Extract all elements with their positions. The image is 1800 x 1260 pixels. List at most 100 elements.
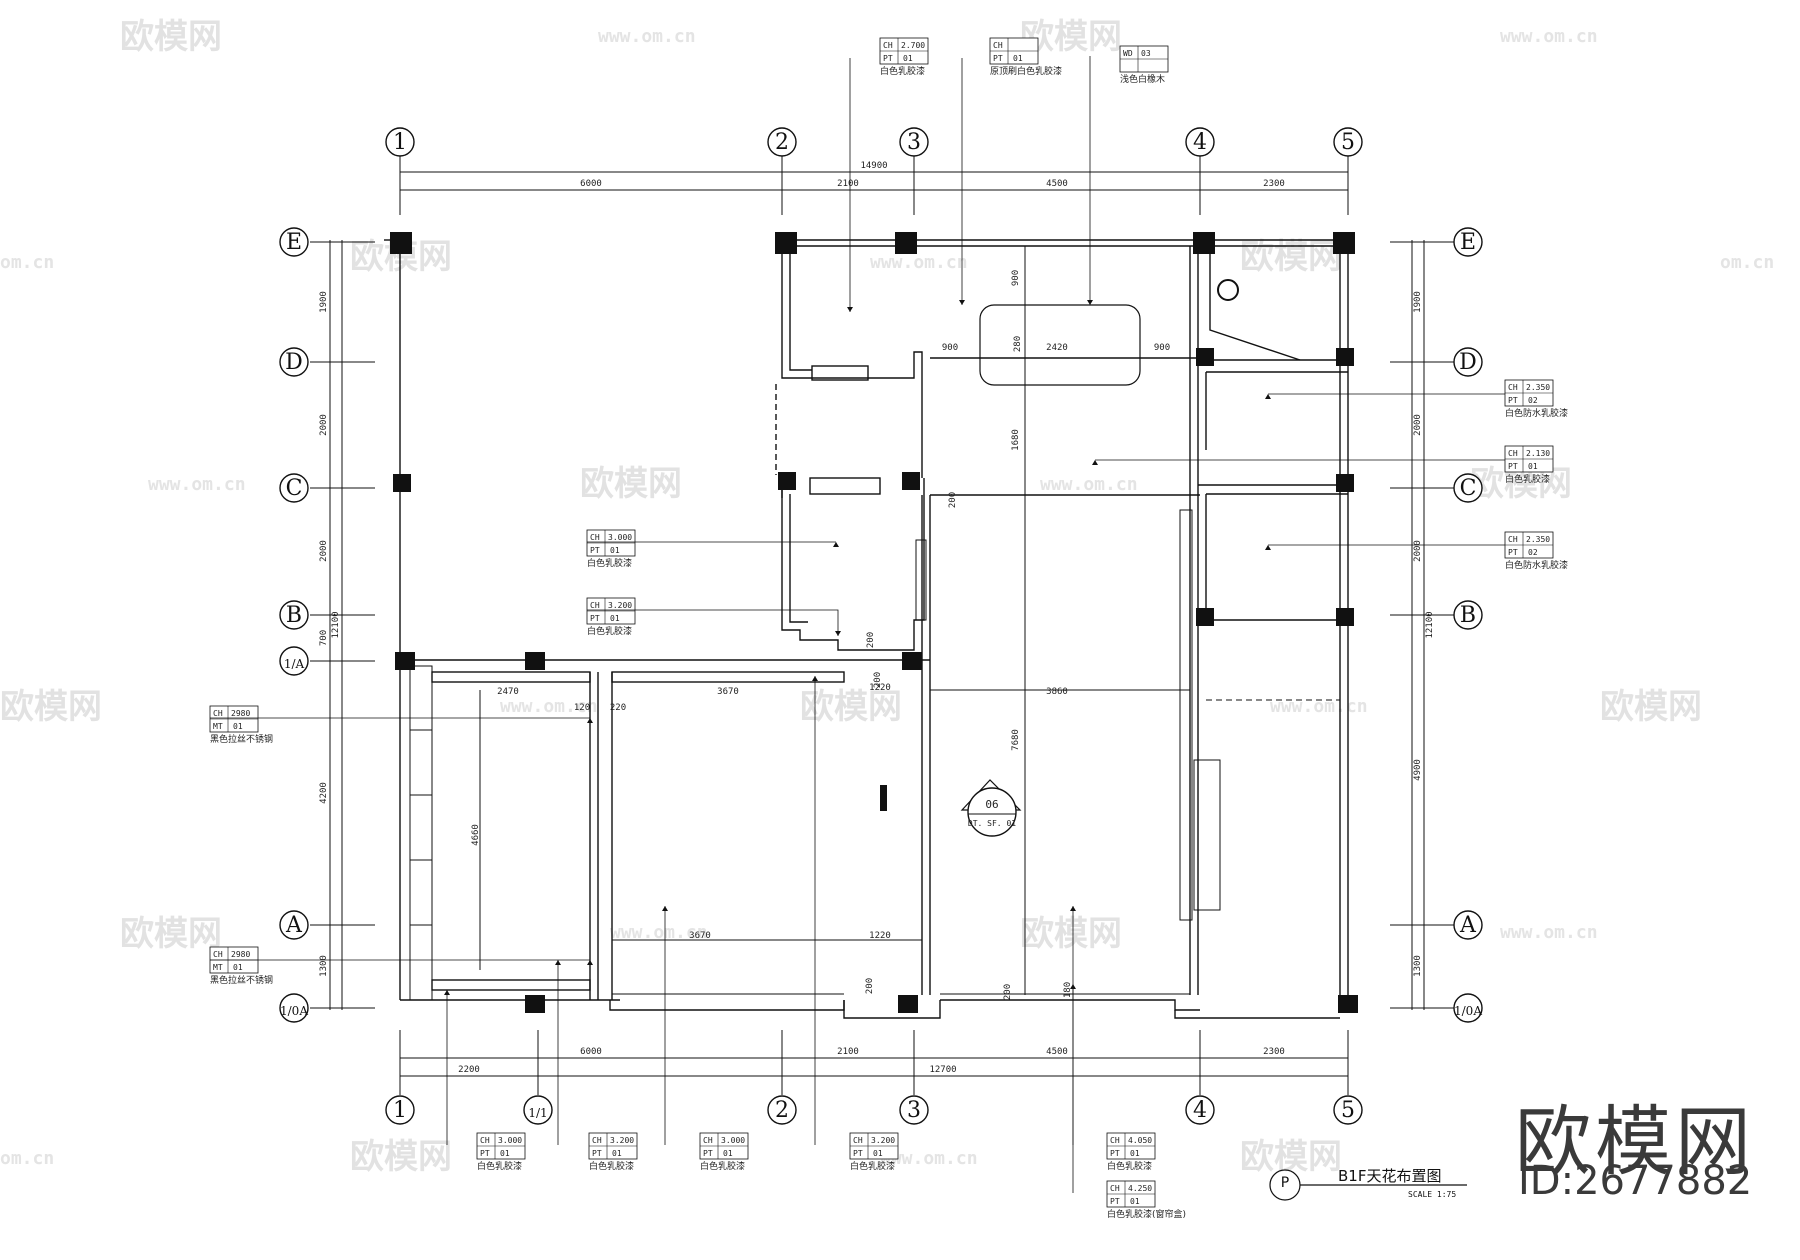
tag-ch-value: 3.000 [608, 533, 632, 542]
tag-desc: 白色乳胶漆 [587, 557, 632, 569]
watermark-url: www.om.cn [1500, 26, 1598, 47]
svg-text:CH: CH [590, 533, 600, 542]
svg-text:2: 2 [775, 130, 789, 155]
dim-interior: 120 [574, 703, 590, 713]
tag-num: 01 [1130, 1197, 1140, 1206]
dim-interior: 200 [865, 978, 875, 994]
tag-ch-value: 2.700 [901, 41, 925, 50]
watermark-url: www.om.cn [500, 696, 598, 717]
tag-ch-value: 3.000 [498, 1136, 522, 1145]
dim-left-span: 2000 [319, 540, 329, 562]
svg-text:B: B [1460, 603, 1476, 628]
grid-bubble-bottom-1: 1 [385, 1095, 415, 1125]
dim-interior: 200 [1003, 984, 1013, 1000]
dim-interior: 200 [948, 492, 958, 508]
grid-bubble-bottom-2: 2 [767, 1095, 797, 1125]
watermark-url: www.om.cn [148, 474, 246, 495]
svg-text:CH: CH [1508, 383, 1518, 392]
svg-text:CH: CH [213, 950, 223, 959]
grid-bubble-left-C: C [279, 473, 309, 503]
tag-desc: 白色乳胶漆 [880, 65, 925, 77]
tag-num: 02 [1528, 548, 1538, 557]
dim-left-total: 12100 [331, 611, 341, 638]
dim-interior: 2470 [497, 687, 519, 697]
watermark-brand: 欧模网 [120, 17, 222, 57]
tag-ch-value: 2.350 [1526, 383, 1550, 392]
tag-code: PT [1110, 1197, 1120, 1206]
svg-text:1/0A: 1/0A [280, 1004, 308, 1018]
dim-interior: 900 [1011, 270, 1021, 286]
tag-code: PT [993, 54, 1003, 63]
svg-text:CH: CH [480, 1136, 490, 1145]
dim-interior: 2420 [1046, 343, 1068, 353]
tag-code: PT [1508, 548, 1518, 557]
tag-ch-value: 4.050 [1128, 1136, 1152, 1145]
grid-bubble-right-A: A [1453, 910, 1483, 940]
tag-ch-value: 3.200 [610, 1136, 634, 1145]
tag-desc: 白色乳胶漆 [700, 1160, 745, 1172]
watermark-url-short: om.cn [0, 1148, 54, 1169]
tag-code: MT [213, 963, 223, 972]
tag-desc: 白色防水乳胶漆 [1505, 559, 1568, 571]
svg-text:CH: CH [590, 601, 600, 610]
watermark-brand: 欧模网 [580, 464, 682, 504]
svg-text:3: 3 [907, 130, 921, 155]
tag-num: 01 [610, 614, 620, 623]
tag-code: PT [853, 1149, 863, 1158]
plan-scale: SCALE 1:75 [1408, 1190, 1457, 1199]
tag-code: PT [703, 1149, 713, 1158]
grid-bubble-top-5: 5 [1333, 127, 1363, 157]
grid-bubble-left-1/A: 1/A [279, 646, 309, 676]
svg-text:CH: CH [853, 1136, 863, 1145]
svg-text:B: B [286, 603, 302, 628]
dim-interior: 200 [866, 632, 876, 648]
tag-num: 01 [233, 722, 243, 731]
svg-text:CH: CH [1110, 1136, 1120, 1145]
svg-text:3: 3 [907, 1098, 921, 1123]
dim-right-span: 4900 [1413, 759, 1423, 781]
svg-text:WD: WD [1123, 49, 1133, 58]
dim-interior: 180 [1063, 982, 1073, 998]
watermark-url: www.om.cn [1500, 922, 1598, 943]
dim-right-total: 12100 [1425, 611, 1435, 638]
tag-code: MT [213, 722, 223, 731]
grid-bubble-left-B: B [279, 600, 309, 630]
dim-left-span: 1300 [319, 955, 329, 977]
svg-text:CH: CH [1110, 1184, 1120, 1193]
grid-bubble-bottom-3: 3 [899, 1095, 929, 1125]
tag-code: PT [883, 54, 893, 63]
dim-interior: 280 [1013, 336, 1023, 352]
tag-desc: 白色乳胶漆 [850, 1160, 895, 1172]
dim-left-span: 4200 [319, 782, 329, 804]
svg-text:A: A [285, 913, 303, 938]
watermark-url: www.om.cn [598, 26, 696, 47]
tag-code: PT [590, 614, 600, 623]
title-block [1269, 1169, 1467, 1201]
svg-text:E: E [1460, 230, 1476, 255]
watermark-brand: 欧模网 [800, 687, 902, 727]
svg-text:D: D [285, 350, 303, 375]
svg-text:D: D [1459, 350, 1477, 375]
watermark-url: www.om.cn [1040, 474, 1138, 495]
grid-bubble-bottom-extra: 1/1 [523, 1095, 553, 1125]
grid-bubble-left-E: E [279, 227, 309, 257]
dim-bottom-sub: 12700 [929, 1065, 956, 1075]
svg-text:CH: CH [592, 1136, 602, 1145]
grid-bubble-left-A: A [279, 910, 309, 940]
grid-bubble-right-C: C [1453, 473, 1483, 503]
svg-text:CH: CH [1508, 535, 1518, 544]
dim-bottom-span: 2300 [1263, 1047, 1285, 1057]
dim-left-span: 1900 [319, 291, 329, 313]
